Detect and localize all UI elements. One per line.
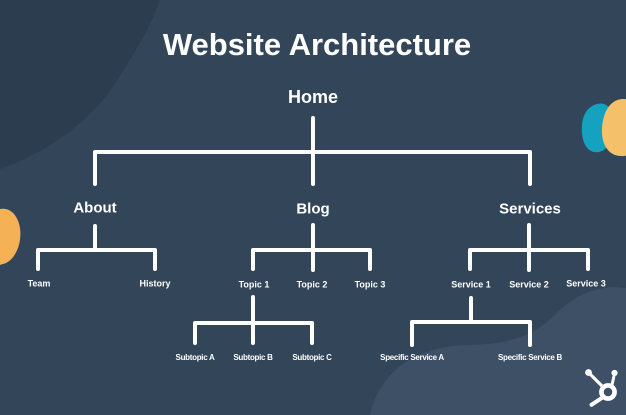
blob-yellow-right — [601, 98, 626, 157]
node-service-1: Service 1 — [451, 279, 491, 290]
node-team: Team — [27, 278, 51, 289]
node-topic-1: Topic 1 — [238, 279, 270, 290]
node-specific-service-a: Specific Service A — [380, 353, 444, 362]
node-services: Services — [499, 200, 561, 218]
connector-specific-bracket — [410, 320, 532, 347]
node-subtopic-c: Subtopic C — [292, 353, 332, 362]
node-blog: Blog — [296, 200, 330, 218]
node-subtopic-a: Subtopic A — [175, 353, 215, 362]
blob-orange-left — [0, 208, 21, 265]
node-topic-2: Topic 2 — [296, 279, 328, 290]
blob-dark-top-left — [0, 0, 160, 169]
node-home: Home — [287, 87, 339, 107]
connector-blog-bracket — [251, 248, 372, 271]
node-service-3: Service 3 — [566, 278, 606, 289]
node-specific-service-b: Specific Service B — [498, 353, 562, 362]
diagram-title: Website Architecture — [162, 27, 472, 62]
connector-about-bracket — [36, 248, 157, 271]
connector-subtopic-bracket — [193, 321, 314, 345]
connector-level1-bracket — [93, 150, 532, 186]
connector-services-bracket — [468, 248, 590, 271]
blob-light-bottom-right — [370, 287, 626, 415]
node-about: About — [73, 199, 117, 217]
node-history: History — [139, 278, 171, 289]
node-service-2: Service 2 — [509, 279, 549, 290]
node-topic-3: Topic 3 — [354, 279, 386, 290]
node-subtopic-b: Subtopic B — [233, 353, 273, 362]
